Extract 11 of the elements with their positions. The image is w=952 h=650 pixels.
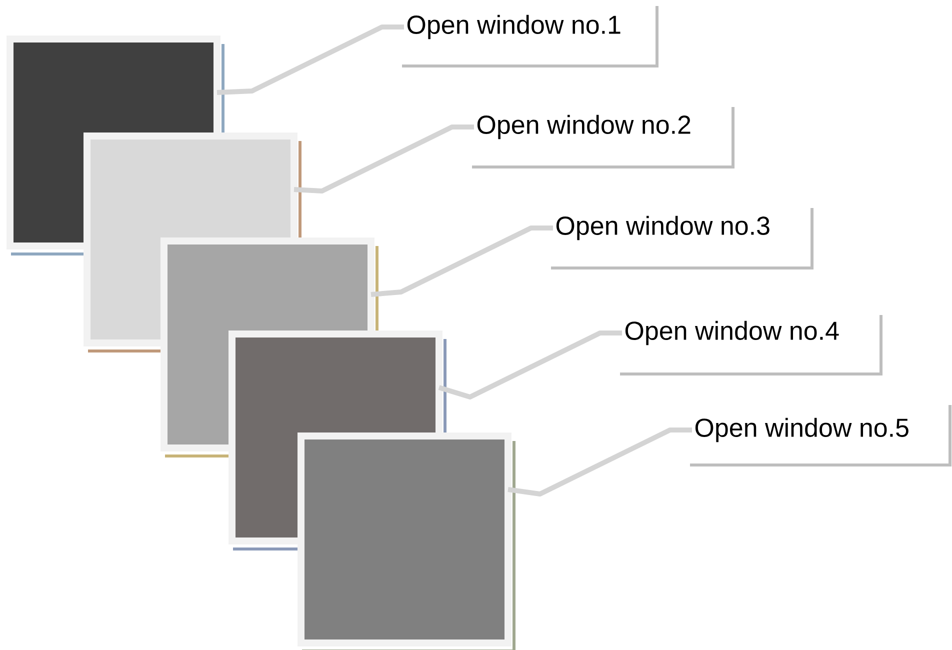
callout-label: Open window no.4 <box>620 315 883 376</box>
leader-line <box>438 330 622 400</box>
leader-line <box>294 124 474 194</box>
callout-label: Open window no.1 <box>402 6 658 68</box>
callout-label: Open window no.3 <box>551 208 814 270</box>
callout-label: Open window no.2 <box>472 107 734 168</box>
leader-line <box>508 428 692 496</box>
callout-label: Open window no.5 <box>690 405 952 466</box>
window-square <box>298 432 516 650</box>
leader-line <box>216 24 404 95</box>
leader-line <box>370 226 553 297</box>
